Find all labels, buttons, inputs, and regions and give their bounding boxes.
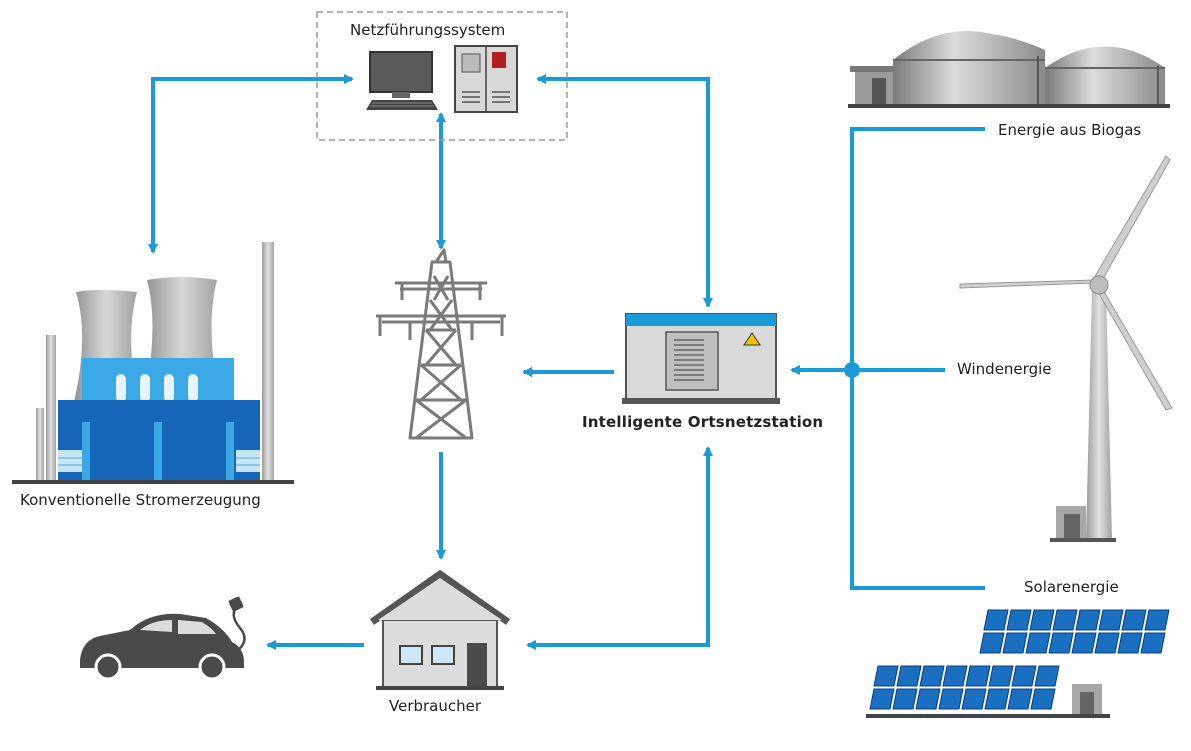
warning-sign-icon [743, 332, 761, 346]
pylon-icon [376, 248, 506, 440]
solar-cell [1006, 609, 1032, 631]
solar-cell [942, 665, 968, 687]
solar-cell [984, 688, 1010, 710]
solar-cell [1071, 632, 1097, 654]
solar-panels [866, 609, 1170, 718]
server-cabinet-icon [454, 45, 518, 113]
plug-icon [228, 596, 244, 612]
arrow-control-to-plant [148, 74, 354, 254]
solar-cell [961, 688, 987, 710]
solar-cell [1011, 665, 1037, 687]
label-ortsnetzstation: Intelligente Ortsnetzstation [582, 413, 824, 431]
solar-cell [1048, 632, 1074, 654]
solar-cell [1030, 688, 1056, 710]
solar-cell [1144, 609, 1170, 631]
control-system [316, 11, 568, 141]
solar-cell [1094, 632, 1120, 654]
label-netzfuehrungssystem: Netzführungssystem [350, 21, 506, 39]
label-verbraucher: Verbraucher [389, 697, 482, 715]
solar-cell [1121, 609, 1147, 631]
house-icon [369, 569, 511, 690]
electric-car-icon [80, 596, 246, 681]
solar-cell [988, 665, 1014, 687]
solar-cell [873, 665, 899, 687]
arrow-control-to-substation [536, 74, 713, 308]
solar-cell [1075, 609, 1101, 631]
solar-cell [892, 688, 918, 710]
biogas-plant [848, 31, 1170, 108]
solar-cell [979, 632, 1005, 654]
monitor-icon [366, 51, 438, 110]
solar-cell [896, 665, 922, 687]
label-windenergie: Windenergie [957, 360, 1052, 378]
solar-cell [1002, 632, 1028, 654]
solar-cell [1025, 632, 1051, 654]
arrow-substation-to-consumer [526, 446, 713, 650]
solar-cell [869, 688, 895, 710]
solar-cell [1034, 665, 1060, 687]
label-biogas: Energie aus Biogas [998, 121, 1142, 139]
label-konventionelle-stromerzeugung: Konventionelle Stromerzeugung [20, 491, 261, 509]
control-system-frame [316, 11, 568, 141]
solar-cell [938, 688, 964, 710]
solar-cell [1098, 609, 1124, 631]
solar-cell [919, 665, 945, 687]
solar-ground [866, 714, 1110, 718]
connection-arrows [148, 74, 985, 650]
substation-icon [622, 313, 780, 404]
solar-cell [1140, 632, 1166, 654]
solar-cell [983, 609, 1009, 631]
wind-turbine [959, 155, 1173, 542]
solar-cell [915, 688, 941, 710]
label-solarenergie: Solarenergie [1024, 578, 1119, 596]
conventional-power-plant [12, 242, 294, 484]
solar-cell [1052, 609, 1078, 631]
solar-hut-door [1080, 692, 1094, 716]
renewables-bus [850, 127, 985, 590]
solar-cell [1007, 688, 1033, 710]
bus-junction [844, 362, 860, 378]
solar-cell [1117, 632, 1143, 654]
solar-cell [1029, 609, 1055, 631]
solar-cell [965, 665, 991, 687]
